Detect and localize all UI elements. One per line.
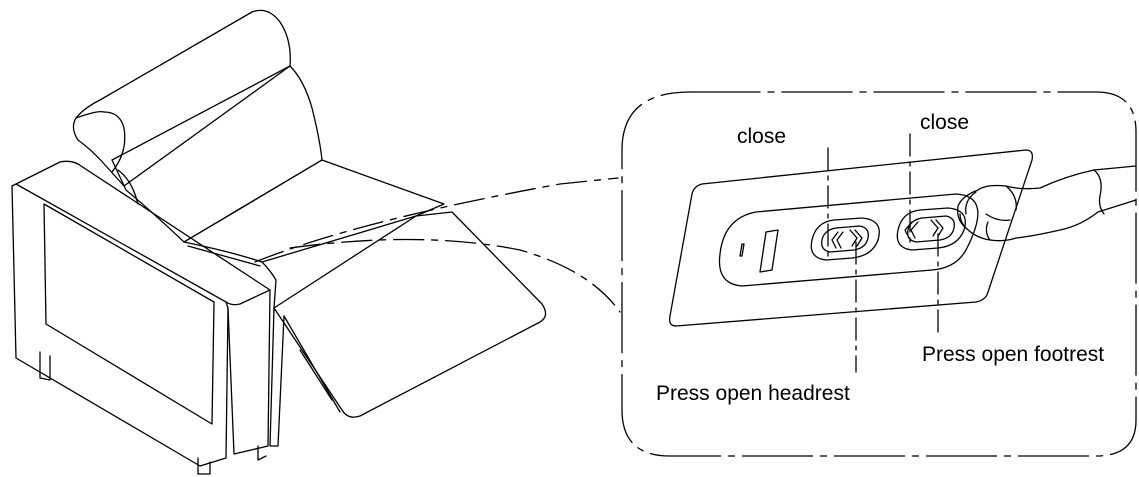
- footrest-close-arrow-icon: [904, 221, 919, 239]
- footrest-button[interactable]: [896, 207, 966, 251]
- seat-front-edge: [187, 245, 261, 267]
- sofa-foot-left: [39, 351, 51, 381]
- headrest-open-arrow-icon: [849, 229, 863, 247]
- backrest-fold: [117, 169, 139, 205]
- callout-bubble: [621, 91, 1137, 457]
- usb-port[interactable]: [759, 229, 779, 273]
- indicator-lines: [827, 133, 939, 373]
- footrest-fold: [299, 349, 333, 401]
- armrest-panel: [43, 203, 215, 425]
- headrest-close-arrow-icon: [831, 231, 844, 249]
- close-headrest-label: close: [737, 125, 787, 148]
- footrest-open-arrow-icon: [930, 219, 944, 237]
- headrest-button[interactable]: [810, 217, 880, 261]
- open-headrest-label: Press open headrest: [656, 382, 850, 405]
- footrest-panel: [273, 211, 547, 418]
- headrest-cushion: [72, 9, 291, 187]
- seat-footrest-joint: [261, 261, 277, 309]
- leader-line-top: [254, 177, 619, 263]
- leader-line-bottom: [289, 238, 621, 313]
- callout-leader-lines: [254, 177, 621, 313]
- sofa-foot-right: [257, 445, 267, 461]
- footrest-edge: [283, 315, 341, 413]
- button-housing: [718, 193, 979, 287]
- control-plate: [668, 149, 1034, 327]
- sofa-foot-front: [197, 457, 211, 475]
- close-footrest-label: close: [920, 111, 970, 134]
- seat: [183, 159, 445, 263]
- armrest-side: [227, 289, 271, 455]
- open-footrest-label: Press open footrest: [922, 343, 1105, 366]
- indicator-slot: [739, 243, 745, 257]
- hand-icon: [957, 165, 1137, 242]
- headrest-cushion-end: [103, 111, 126, 173]
- backrest: [111, 65, 323, 243]
- armrest-top: [11, 160, 271, 306]
- footrest-side: [269, 307, 285, 447]
- headrest-button-face: [821, 225, 869, 253]
- headrest-cushion-edge: [75, 110, 105, 119]
- armrest-front: [11, 185, 229, 467]
